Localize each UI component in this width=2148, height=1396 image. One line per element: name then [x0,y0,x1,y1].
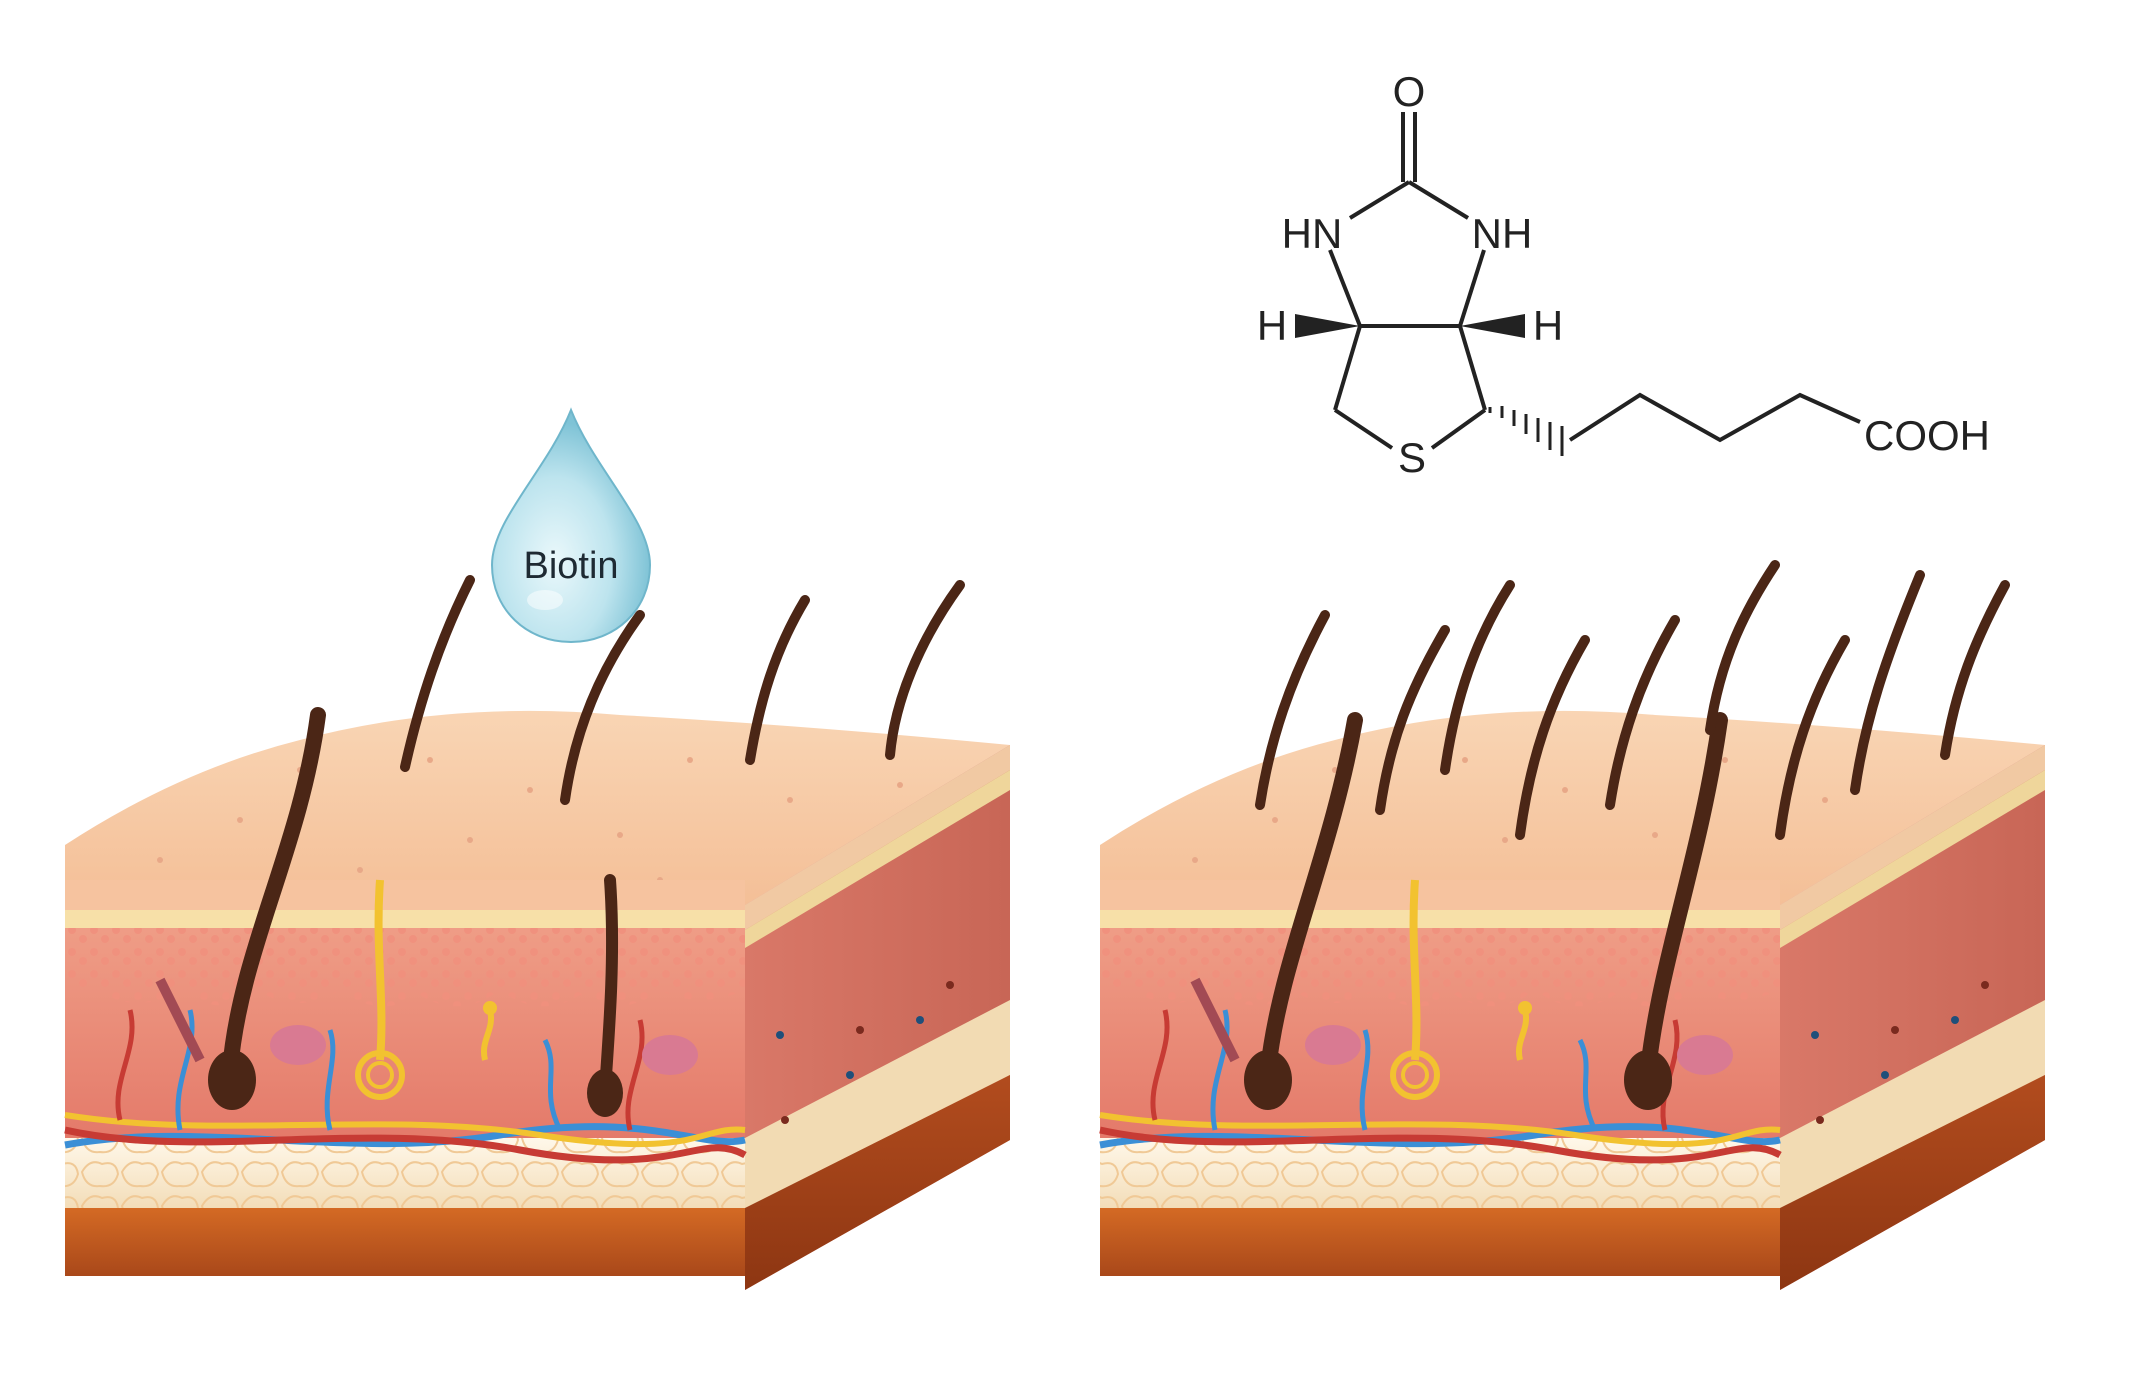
skin-surface [65,710,1010,905]
biotin-drop: Biotin [490,407,652,644]
hair-bulb [208,1050,256,1110]
atom-h-left: H [1257,302,1287,349]
muscle-layer [65,1208,745,1276]
hair-shafts [222,575,965,1096]
sweat-gland [355,879,405,1100]
stratum-band [65,910,745,928]
drop-label: Biotin [523,545,618,587]
hair-shafts-dense [1255,560,2010,1078]
hashed-bond [1488,406,1564,456]
skin-block-after [1099,560,2045,1290]
atom-h-right: H [1533,302,1563,349]
atom-oxygen: O [1393,68,1426,115]
atom-hn-left: HN [1282,210,1343,257]
atom-sulfur: S [1398,434,1426,481]
nerve [64,1112,746,1148]
biotin-structure [1328,112,1861,450]
atom-cooh: COOH [1864,412,1990,459]
sebaceous-gland [270,1025,326,1065]
wedge-right [1460,314,1525,338]
skin-block-before [64,575,1010,1290]
artery [64,1126,747,1164]
epidermis-layer [65,880,745,910]
atom-nh-right: NH [1472,210,1533,257]
wedge-left [1295,314,1360,338]
